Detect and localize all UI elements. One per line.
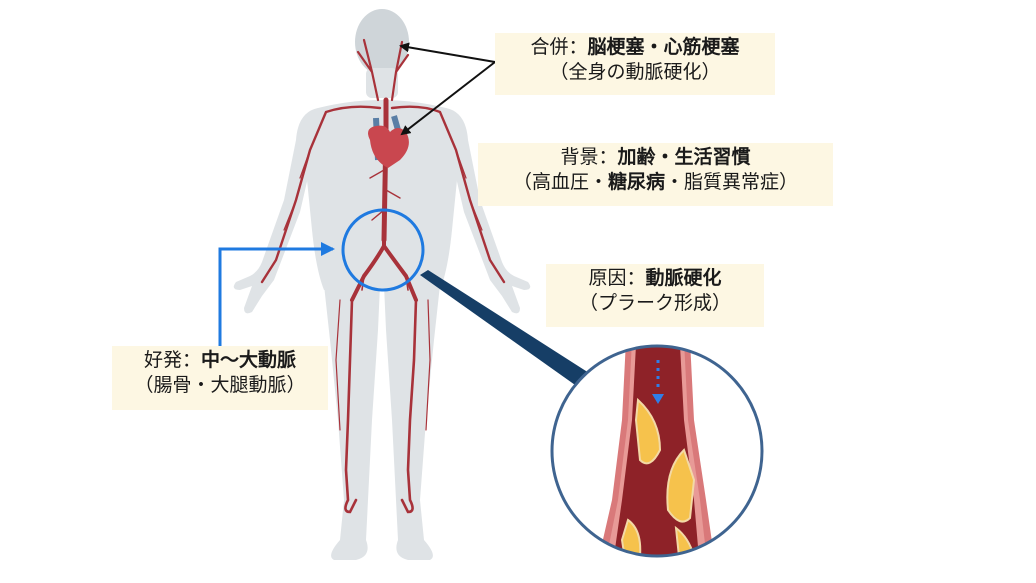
background-emphasis: 加齢・生活習慣 <box>617 146 751 168</box>
cause-detail: （プラーク形成） <box>578 292 731 315</box>
zoom-circle-border <box>550 344 764 558</box>
complication-title: 合併：脳梗塞・心筋梗塞 <box>495 35 775 60</box>
complication-prefix: 合併： <box>530 36 588 58</box>
background-detail-emphasis: 糖尿病 <box>607 171 665 194</box>
complication-emphasis: 脳梗塞・心筋梗塞 <box>587 36 740 58</box>
heart-illustration <box>368 115 409 168</box>
background-label: 背景：加齢・生活習慣 （高血圧・糖尿病・脂質異常症） <box>478 143 833 206</box>
background-detail: （高血圧・糖尿病・脂質異常症） <box>478 170 833 195</box>
complication-detail: （全身の動脈硬化） <box>549 61 721 84</box>
background-prefix: 背景： <box>560 146 618 168</box>
predilection-emphasis: 中〜大動脈 <box>201 349 297 371</box>
background-detail-close: ・脂質異常症） <box>665 171 799 194</box>
highlight-circle-iliac <box>341 208 425 292</box>
artery-cross-section-zoom <box>550 344 764 558</box>
background-title: 背景：加齢・生活習慣 <box>478 145 833 170</box>
cause-title: 原因：動脈硬化 <box>546 266 764 291</box>
predilection-arrow <box>218 242 335 346</box>
cause-emphasis: 動脈硬化 <box>645 267 722 289</box>
predilection-prefix: 好発： <box>143 349 201 371</box>
complication-label: 合併：脳梗塞・心筋梗塞 （全身の動脈硬化） <box>495 33 775 95</box>
predilection-detail: （腸骨・大腿動脈） <box>134 374 306 397</box>
artery-network <box>260 38 506 514</box>
cause-prefix: 原因： <box>588 267 646 289</box>
background-detail-open: （高血圧・ <box>512 171 608 194</box>
cause-label: 原因：動脈硬化 （プラーク形成） <box>546 264 764 327</box>
complication-arrows <box>399 42 496 136</box>
predilection-title: 好発：中〜大動脈 <box>112 348 328 373</box>
predilection-label: 好発：中〜大動脈 （腸骨・大腿動脈） <box>112 346 328 410</box>
callout-wedge <box>420 270 600 392</box>
human-body-figure <box>233 9 531 560</box>
